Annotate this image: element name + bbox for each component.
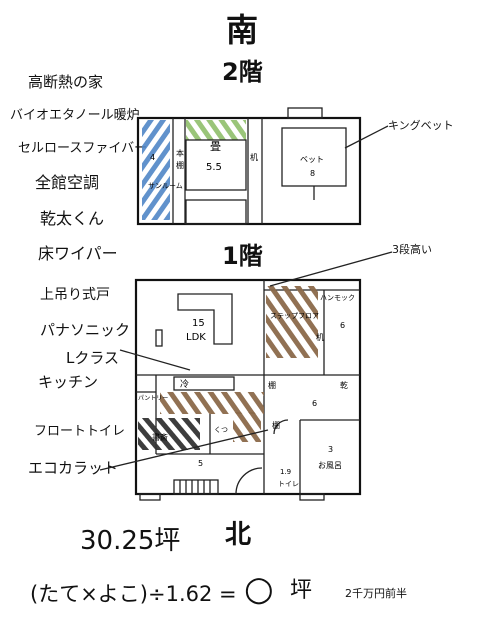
leader-kitchen	[119, 349, 191, 371]
svg-text:本: 本	[176, 148, 184, 158]
svg-text:8: 8	[310, 169, 315, 178]
svg-text:ステップフロア: ステップフロア	[270, 312, 319, 320]
leader-bed	[344, 125, 389, 149]
feature-10: キッチン	[38, 373, 99, 391]
area-formula: (たて×よこ)÷1.62 =	[30, 582, 237, 606]
callout-three-steps: 3段高い	[392, 243, 432, 256]
svg-text:6: 6	[340, 321, 345, 330]
svg-text:LDK: LDK	[186, 332, 206, 343]
svg-text:棚: 棚	[176, 160, 184, 170]
svg-text:トイレ: トイレ	[278, 480, 299, 488]
kitchen-counter	[177, 293, 233, 345]
callout-king-bed: キングベット	[388, 119, 454, 132]
feature-5: 乾太くん	[40, 209, 105, 228]
svg-text:5.5: 5.5	[206, 162, 222, 173]
leader-ecocarat	[99, 429, 269, 471]
floor1-title: 1階	[222, 242, 263, 270]
floor2-plan: 4 サンルーム 本 棚 畳 5.5 机 ベット 8	[136, 107, 389, 226]
area-blank: ○	[244, 569, 274, 609]
svg-text:4: 4	[150, 153, 155, 162]
feature-8: パナソニック	[40, 321, 131, 339]
svg-text:サンルーム: サンルーム	[148, 182, 183, 190]
svg-text:3: 3	[328, 445, 333, 454]
feature-1: 高断熱の家	[28, 73, 104, 91]
svg-text:乾: 乾	[340, 380, 348, 390]
floor2-outline	[136, 116, 362, 226]
study-hatch	[138, 418, 200, 450]
svg-text:15: 15	[192, 318, 205, 329]
tatami-hatch	[186, 120, 246, 140]
area-total: 30.25坪	[80, 526, 181, 556]
price-note: 2千万円前半	[345, 587, 407, 600]
feature-4: 全館空調	[35, 173, 100, 192]
svg-text:冷: 冷	[180, 378, 189, 390]
svg-text:お風呂: お風呂	[318, 461, 342, 470]
feature-6: 床ワイパー	[38, 244, 118, 263]
svg-text:机: 机	[316, 332, 324, 342]
feature-12: エコカラット	[28, 459, 119, 477]
floor-hatch	[160, 392, 264, 414]
step-floor-hatch	[266, 286, 318, 358]
island	[173, 376, 235, 391]
svg-text:くつ: くつ	[214, 426, 228, 434]
floor1-plan: ハンモック ステップフロア 6 机 15 LDK 冷 パントリー 棚 乾 6 棚…	[99, 251, 393, 501]
svg-text:パントリー: パントリー	[138, 395, 168, 402]
feature-2: バイオエタノール暖炉	[10, 108, 140, 123]
svg-text:畳: 畳	[210, 140, 221, 153]
stairs	[173, 479, 219, 495]
direction-south: 南	[226, 11, 259, 49]
svg-text:1.9: 1.9	[280, 468, 291, 476]
sunroom-hatch	[142, 120, 170, 220]
svg-text:5: 5	[198, 459, 203, 468]
svg-text:書斎: 書斎	[152, 432, 168, 442]
svg-text:棚: 棚	[268, 380, 276, 390]
feature-11: フロートトイレ	[34, 424, 126, 439]
direction-north: 北	[225, 520, 252, 550]
svg-text:ベット: ベット	[300, 155, 324, 164]
area-unit: 坪	[290, 578, 313, 603]
feature-7: 上吊り式戸	[40, 287, 110, 303]
svg-text:6: 6	[312, 399, 317, 408]
floor2-window	[287, 107, 323, 119]
feature-9: Lクラス	[66, 349, 120, 367]
leader-steps	[269, 251, 393, 287]
svg-text:机: 机	[250, 152, 258, 162]
svg-text:ハンモック: ハンモック	[320, 294, 355, 302]
floor2-title: 2階	[222, 58, 263, 86]
feature-3: セルロースファイバー	[18, 141, 148, 156]
floor1-outline	[134, 278, 362, 496]
svg-text:棚: 棚	[272, 420, 280, 430]
